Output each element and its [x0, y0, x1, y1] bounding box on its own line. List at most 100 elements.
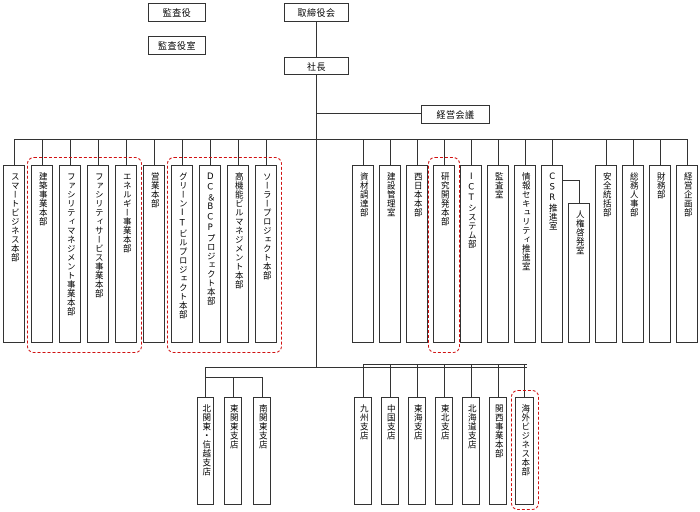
right-division-2: 西日本本部: [406, 165, 428, 343]
right-division-4: ICTシステム部: [460, 165, 482, 343]
auditor-box: 監査役: [148, 3, 206, 22]
right-division-9: 安全統括部: [595, 165, 617, 343]
board-box: 取締役会: [284, 3, 349, 22]
connector-board-president: [316, 22, 317, 57]
right-division-11: 財務部: [649, 165, 671, 343]
west-branch-0: 九州支店: [354, 397, 372, 505]
left-division-0: スマートビジネス本部: [3, 165, 25, 343]
left-division-2: ファシリティマネジメント事業本部: [59, 165, 81, 343]
right-division-9-label: 安全統括部: [601, 172, 612, 217]
connector-main-trunk: [316, 75, 317, 367]
audit-office-box: 監査役室: [148, 36, 206, 55]
drop-right-3: [444, 139, 445, 165]
west-branch-5: 関西事業本部: [489, 397, 507, 505]
west-branch-2-label: 東海支店: [412, 404, 423, 440]
drop-left-7: [210, 139, 211, 165]
connector-upper-bus: [14, 139, 687, 140]
right-division-8: 人権啓発室: [568, 203, 590, 343]
left-division-3-label: ファシリティサービス事業本部: [93, 172, 104, 298]
right-division-3-label: 研究開発本部: [439, 172, 450, 226]
left-division-8: 高機能ビルマネジメント本部: [227, 165, 249, 343]
board-label: 取締役会: [297, 9, 336, 19]
left-division-1: 建築事業本部: [31, 165, 53, 343]
drop-east-2: [262, 377, 263, 397]
left-division-4-label: エネルギー事業本部: [121, 172, 132, 253]
drop-right-6: [525, 139, 526, 165]
highlight-group-projects: [167, 157, 282, 353]
west-branch-1: 中国支店: [381, 397, 399, 505]
connector-csr-jinken-v: [579, 180, 580, 203]
right-division-4-label: ICTシステム部: [466, 172, 477, 249]
left-division-5-label: 営業本部: [149, 172, 160, 208]
right-division-7-label: CSR推進室: [547, 172, 558, 231]
drop-right-1: [390, 139, 391, 165]
highlight-group-facility: [27, 157, 142, 353]
right-division-7: CSR推進室: [541, 165, 563, 343]
drop-right-4: [471, 139, 472, 165]
left-division-9: ソーラープロジェクト本部: [255, 165, 277, 343]
right-division-3: 研究開発本部: [433, 165, 455, 343]
west-branch-4-label: 北海道支店: [466, 404, 477, 449]
connector-east-bus: [205, 377, 263, 378]
drop-west-4: [471, 364, 472, 397]
right-division-1: 建設管理室: [379, 165, 401, 343]
left-division-2-label: ファシリティマネジメント事業本部: [65, 172, 76, 316]
right-division-0-label: 資材調達部: [358, 172, 369, 217]
west-branch-3: 東北支店: [435, 397, 453, 505]
left-division-0-label: スマートビジネス本部: [9, 172, 20, 262]
west-branch-0-label: 九州支店: [358, 404, 369, 440]
drop-west-3: [444, 364, 445, 397]
left-division-1-label: 建築事業本部: [37, 172, 48, 226]
drop-left-9: [266, 139, 267, 165]
left-division-6: グリーンITビルプロジェクト本部: [171, 165, 193, 343]
drop-east-0: [205, 377, 206, 397]
drop-right-12: [687, 139, 688, 165]
drop-right-9: [606, 139, 607, 165]
drop-left-5: [154, 139, 155, 165]
east-branch-0: 北関東・信越支店: [197, 397, 214, 505]
drop-west-6: [524, 364, 525, 397]
drop-west-5: [498, 364, 499, 397]
right-division-10: 総務人事部: [622, 165, 644, 343]
management-council-box: 経営会議: [421, 105, 490, 124]
connector-west-bus: [363, 364, 527, 365]
drop-left-3: [98, 139, 99, 165]
left-division-6-label: グリーンITビルプロジェクト本部: [177, 172, 188, 319]
left-division-5: 営業本部: [143, 165, 165, 343]
west-branch-3-label: 東北支店: [439, 404, 450, 440]
right-division-12-label: 経営企画部: [682, 172, 693, 217]
right-division-6: 情報セキュリティ推進室: [514, 165, 536, 343]
right-division-8-label: 人権啓発室: [574, 210, 585, 255]
drop-right-11: [660, 139, 661, 165]
president-label: 社長: [306, 62, 326, 73]
connector-lower-bus: [205, 367, 527, 368]
left-division-7: DC＆BCPプロジェクト本部: [199, 165, 221, 343]
right-division-2-label: 西日本本部: [412, 172, 423, 217]
drop-east-1: [233, 377, 234, 397]
east-branch-2: 南関東支店: [253, 397, 271, 505]
west-branch-1-label: 中国支店: [385, 404, 396, 440]
drop-right-5: [498, 139, 499, 165]
right-division-6-label: 情報セキュリティ推進室: [520, 172, 531, 271]
right-division-12: 経営企画部: [676, 165, 698, 343]
drop-left-2: [70, 139, 71, 165]
east-branch-0-label: 北関東・信越支店: [200, 404, 211, 476]
west-branch-6: 海外ビジネス本部: [515, 397, 534, 505]
right-division-0: 資材調達部: [352, 165, 374, 343]
drop-west-1: [390, 364, 391, 397]
drop-left-1: [42, 139, 43, 165]
connector-csr-jinken: [557, 180, 579, 181]
right-division-10-label: 総務人事部: [628, 172, 639, 217]
drop-right-7: [552, 139, 553, 165]
highlight-group-overseas: [511, 390, 539, 510]
drop-west-0: [363, 364, 364, 397]
right-division-5: 監査室: [487, 165, 509, 343]
president-box: 社長: [284, 57, 349, 75]
drop-left-4: [126, 139, 127, 165]
drop-left-8: [238, 139, 239, 165]
west-branch-2: 東海支店: [408, 397, 426, 505]
management-council-label: 経営会議: [436, 111, 475, 121]
east-branch-1-label: 東関東支店: [228, 404, 239, 449]
drop-left-0: [14, 139, 15, 165]
